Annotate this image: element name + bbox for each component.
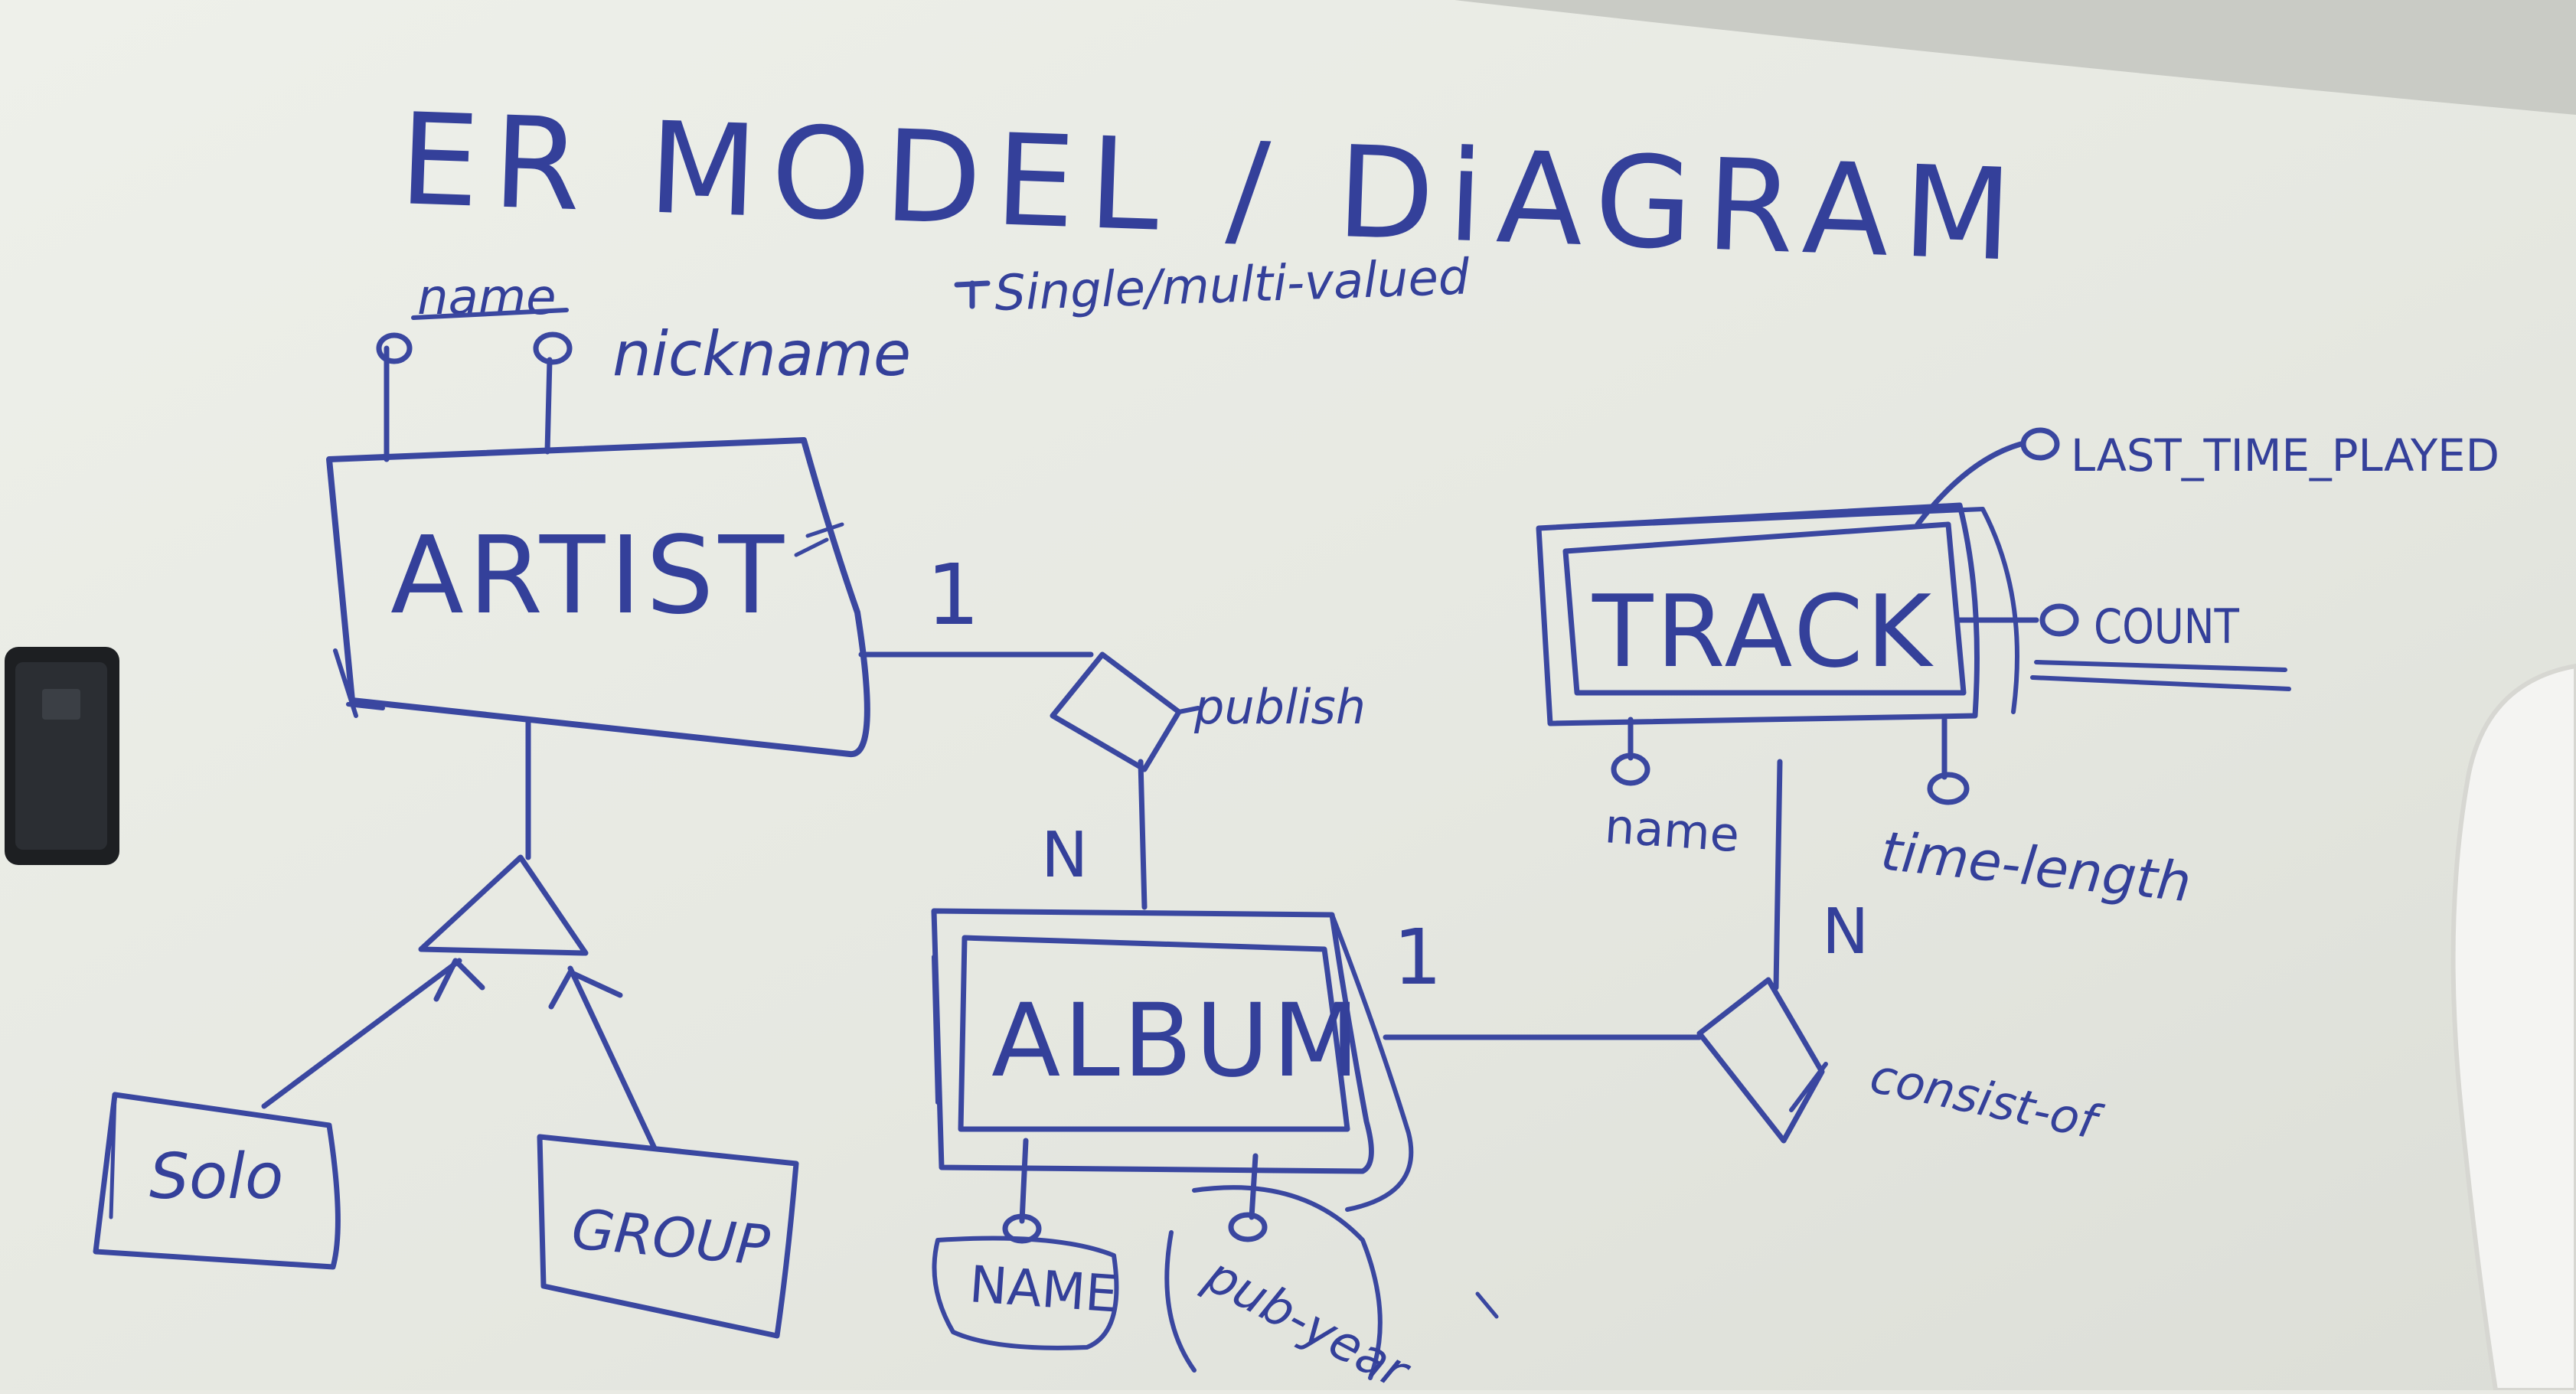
publish-cardinality-artist: 1	[926, 546, 980, 644]
isa-specialization	[261, 717, 658, 1151]
album-name-label: NAME	[968, 1255, 1119, 1324]
track-count-attribute: COUNT	[1957, 599, 2291, 691]
artist-entity: ARTIST	[326, 437, 870, 758]
consist-cardinality-track: N	[1822, 896, 1869, 968]
eraser	[5, 647, 119, 865]
track-name-attribute: name	[1603, 717, 1741, 863]
track-last-time-played-attribute: LAST_TIME_PLAYED	[1915, 427, 2499, 527]
album-entity: ALBUM	[931, 908, 1414, 1212]
solo-label: Solo	[149, 1141, 283, 1213]
person-arm	[2450, 663, 2576, 1392]
artist-label: ARTIST	[390, 514, 788, 638]
publish-label: publish	[1193, 679, 1366, 735]
track-name-label: name	[1603, 798, 1741, 863]
publish-cardinality-album: N	[1041, 819, 1088, 892]
artist-name-attribute: name	[376, 269, 569, 462]
album-name-attribute: NAME	[932, 1138, 1119, 1350]
board-top-edge	[1455, 0, 2576, 115]
publish-relationship: publish 1 N	[858, 546, 1366, 910]
track-last-time-played-label: LAST_TIME_PLAYED	[2071, 429, 2499, 482]
track-entity: TRACK	[1536, 502, 2019, 726]
track-count-label: COUNT	[2094, 599, 2240, 655]
artist-nickname-attribute: nickname	[533, 318, 911, 455]
artist-nickname-label: nickname	[612, 318, 911, 390]
album-label: ALBUM	[991, 982, 1363, 1100]
track-label: TRACK	[1592, 573, 1934, 690]
consist-cardinality-album: 1	[1393, 912, 1442, 1002]
solo-entity: Solo	[93, 1092, 341, 1270]
